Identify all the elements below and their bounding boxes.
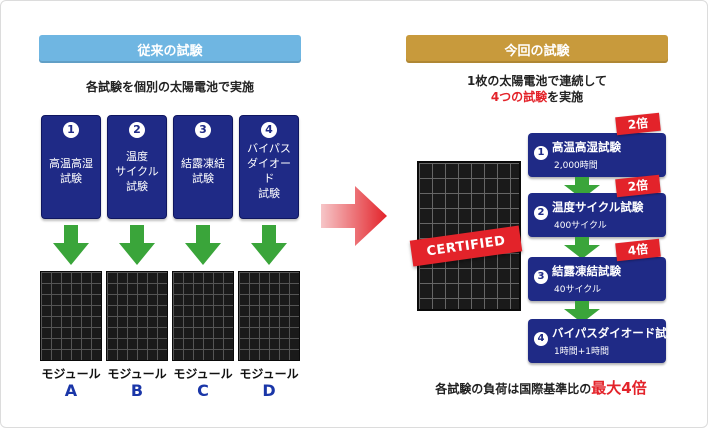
module-label: モジュール — [173, 367, 233, 381]
green-down-arrow-icon — [564, 237, 600, 259]
green-down-arrow-icon — [251, 225, 287, 265]
module-label: モジュール — [107, 367, 167, 381]
module-label: モジュール — [41, 367, 101, 381]
green-down-arrow-icon — [564, 177, 600, 199]
green-down-arrow-icon — [119, 225, 155, 265]
green-down-arrow-icon — [185, 225, 221, 265]
step-title: 結露凍結試験 — [552, 264, 621, 278]
test-label: 結露凍結 試験 — [181, 157, 225, 185]
green-down-arrow-icon — [53, 225, 89, 265]
multiplier-badge: 2倍 — [615, 112, 661, 136]
sequential-step-1: 1 高温高湿試験 2,000時間 — [528, 133, 666, 177]
step-number-4: 4 — [261, 122, 277, 138]
green-down-arrow-icon — [564, 301, 600, 323]
solar-panel-b — [106, 271, 168, 361]
sequential-step-2: 2 温度サイクル試験 400サイクル — [528, 193, 666, 237]
caption-rest: を実施 — [547, 90, 584, 104]
step-title: 高温高湿試験 — [552, 140, 621, 154]
conventional-test-4: 4 バイパス ダイオード 試験 — [239, 115, 299, 219]
test-label: 高温高湿 試験 — [49, 157, 93, 185]
step-cycles: 40サイクル — [554, 285, 602, 295]
note-highlight: 最大4倍 — [591, 379, 647, 397]
conventional-test-2: 2 温度 サイクル 試験 — [107, 115, 167, 219]
step-cycles: 400サイクル — [554, 221, 607, 231]
step-number-4: 4 — [534, 332, 548, 346]
sequential-step-4: 4 バイパスダイオード試験 1時間+1時間 — [528, 319, 678, 363]
test-label: 温度 サイクル 試験 — [115, 149, 159, 193]
step-number-2: 2 — [129, 122, 145, 138]
conventional-test-1: 1 高温高湿 試験 — [41, 115, 101, 219]
module-letter-b: B — [130, 381, 144, 400]
caption-line-2: 4つの試験を実施 — [406, 89, 668, 105]
red-right-arrow-icon — [321, 186, 387, 246]
caption-highlight: 4つの試験 — [490, 90, 548, 104]
new-test-header: 今回の試験 — [406, 35, 668, 63]
load-comparison-note: 各試験の負荷は国際基準比の最大4倍 — [406, 377, 676, 398]
new-test-caption: 1枚の太陽電池で連続して 4つの試験を実施 — [406, 73, 668, 105]
step-number-3: 3 — [195, 122, 211, 138]
test-label: バイパス ダイオード 試験 — [247, 142, 291, 200]
step-number-1: 1 — [63, 122, 79, 138]
caption-line-1: 1枚の太陽電池で連続して — [467, 74, 607, 88]
step-title: 温度サイクル試験 — [552, 200, 644, 214]
step-title: バイパスダイオード試験 — [552, 326, 679, 340]
step-number-2: 2 — [534, 206, 548, 220]
module-letter-d: D — [262, 381, 276, 400]
conventional-caption: 各試験を個別の太陽電池で実施 — [85, 80, 254, 94]
step-duration: 1時間+1時間 — [554, 347, 609, 357]
solar-panel-d — [238, 271, 300, 361]
conventional-test-3: 3 結露凍結 試験 — [173, 115, 233, 219]
module-letter-c: C — [197, 381, 209, 400]
module-letter-a: A — [64, 381, 78, 400]
solar-panel-c — [172, 271, 234, 361]
note-prefix: 各試験の負荷は国際基準比の — [435, 382, 592, 396]
module-label: モジュール — [239, 367, 299, 381]
sequential-step-3: 3 結露凍結試験 40サイクル — [528, 257, 666, 301]
step-number-3: 3 — [534, 270, 548, 284]
step-duration: 2,000時間 — [554, 161, 598, 171]
solar-panel-a — [40, 271, 102, 361]
step-number-1: 1 — [534, 146, 548, 160]
conventional-test-header: 従来の試験 — [39, 35, 301, 63]
